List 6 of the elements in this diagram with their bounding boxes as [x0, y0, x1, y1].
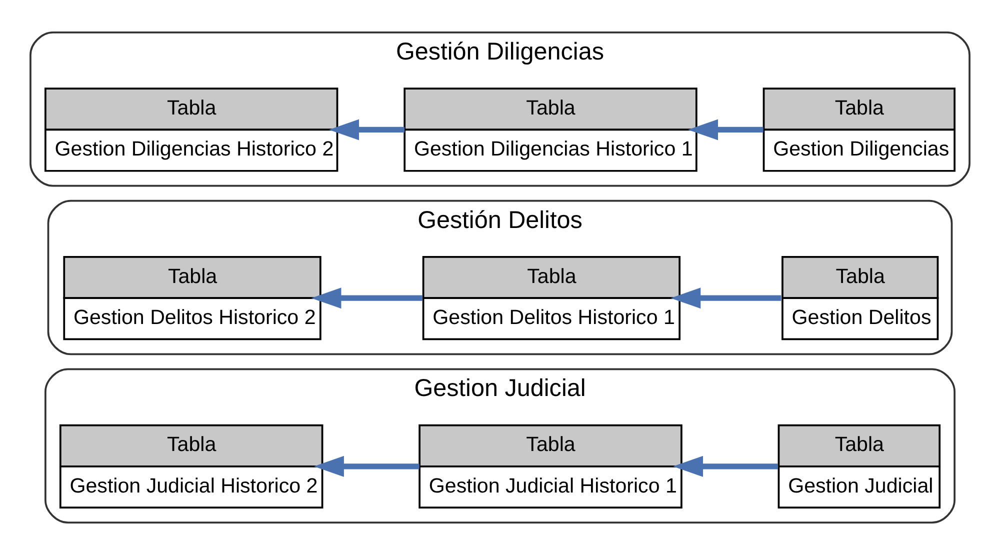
arrow [673, 455, 778, 476]
arrow [688, 118, 764, 140]
arrow [670, 287, 782, 308]
arrow [328, 118, 405, 140]
arrow [311, 287, 422, 308]
arrow [314, 455, 420, 476]
